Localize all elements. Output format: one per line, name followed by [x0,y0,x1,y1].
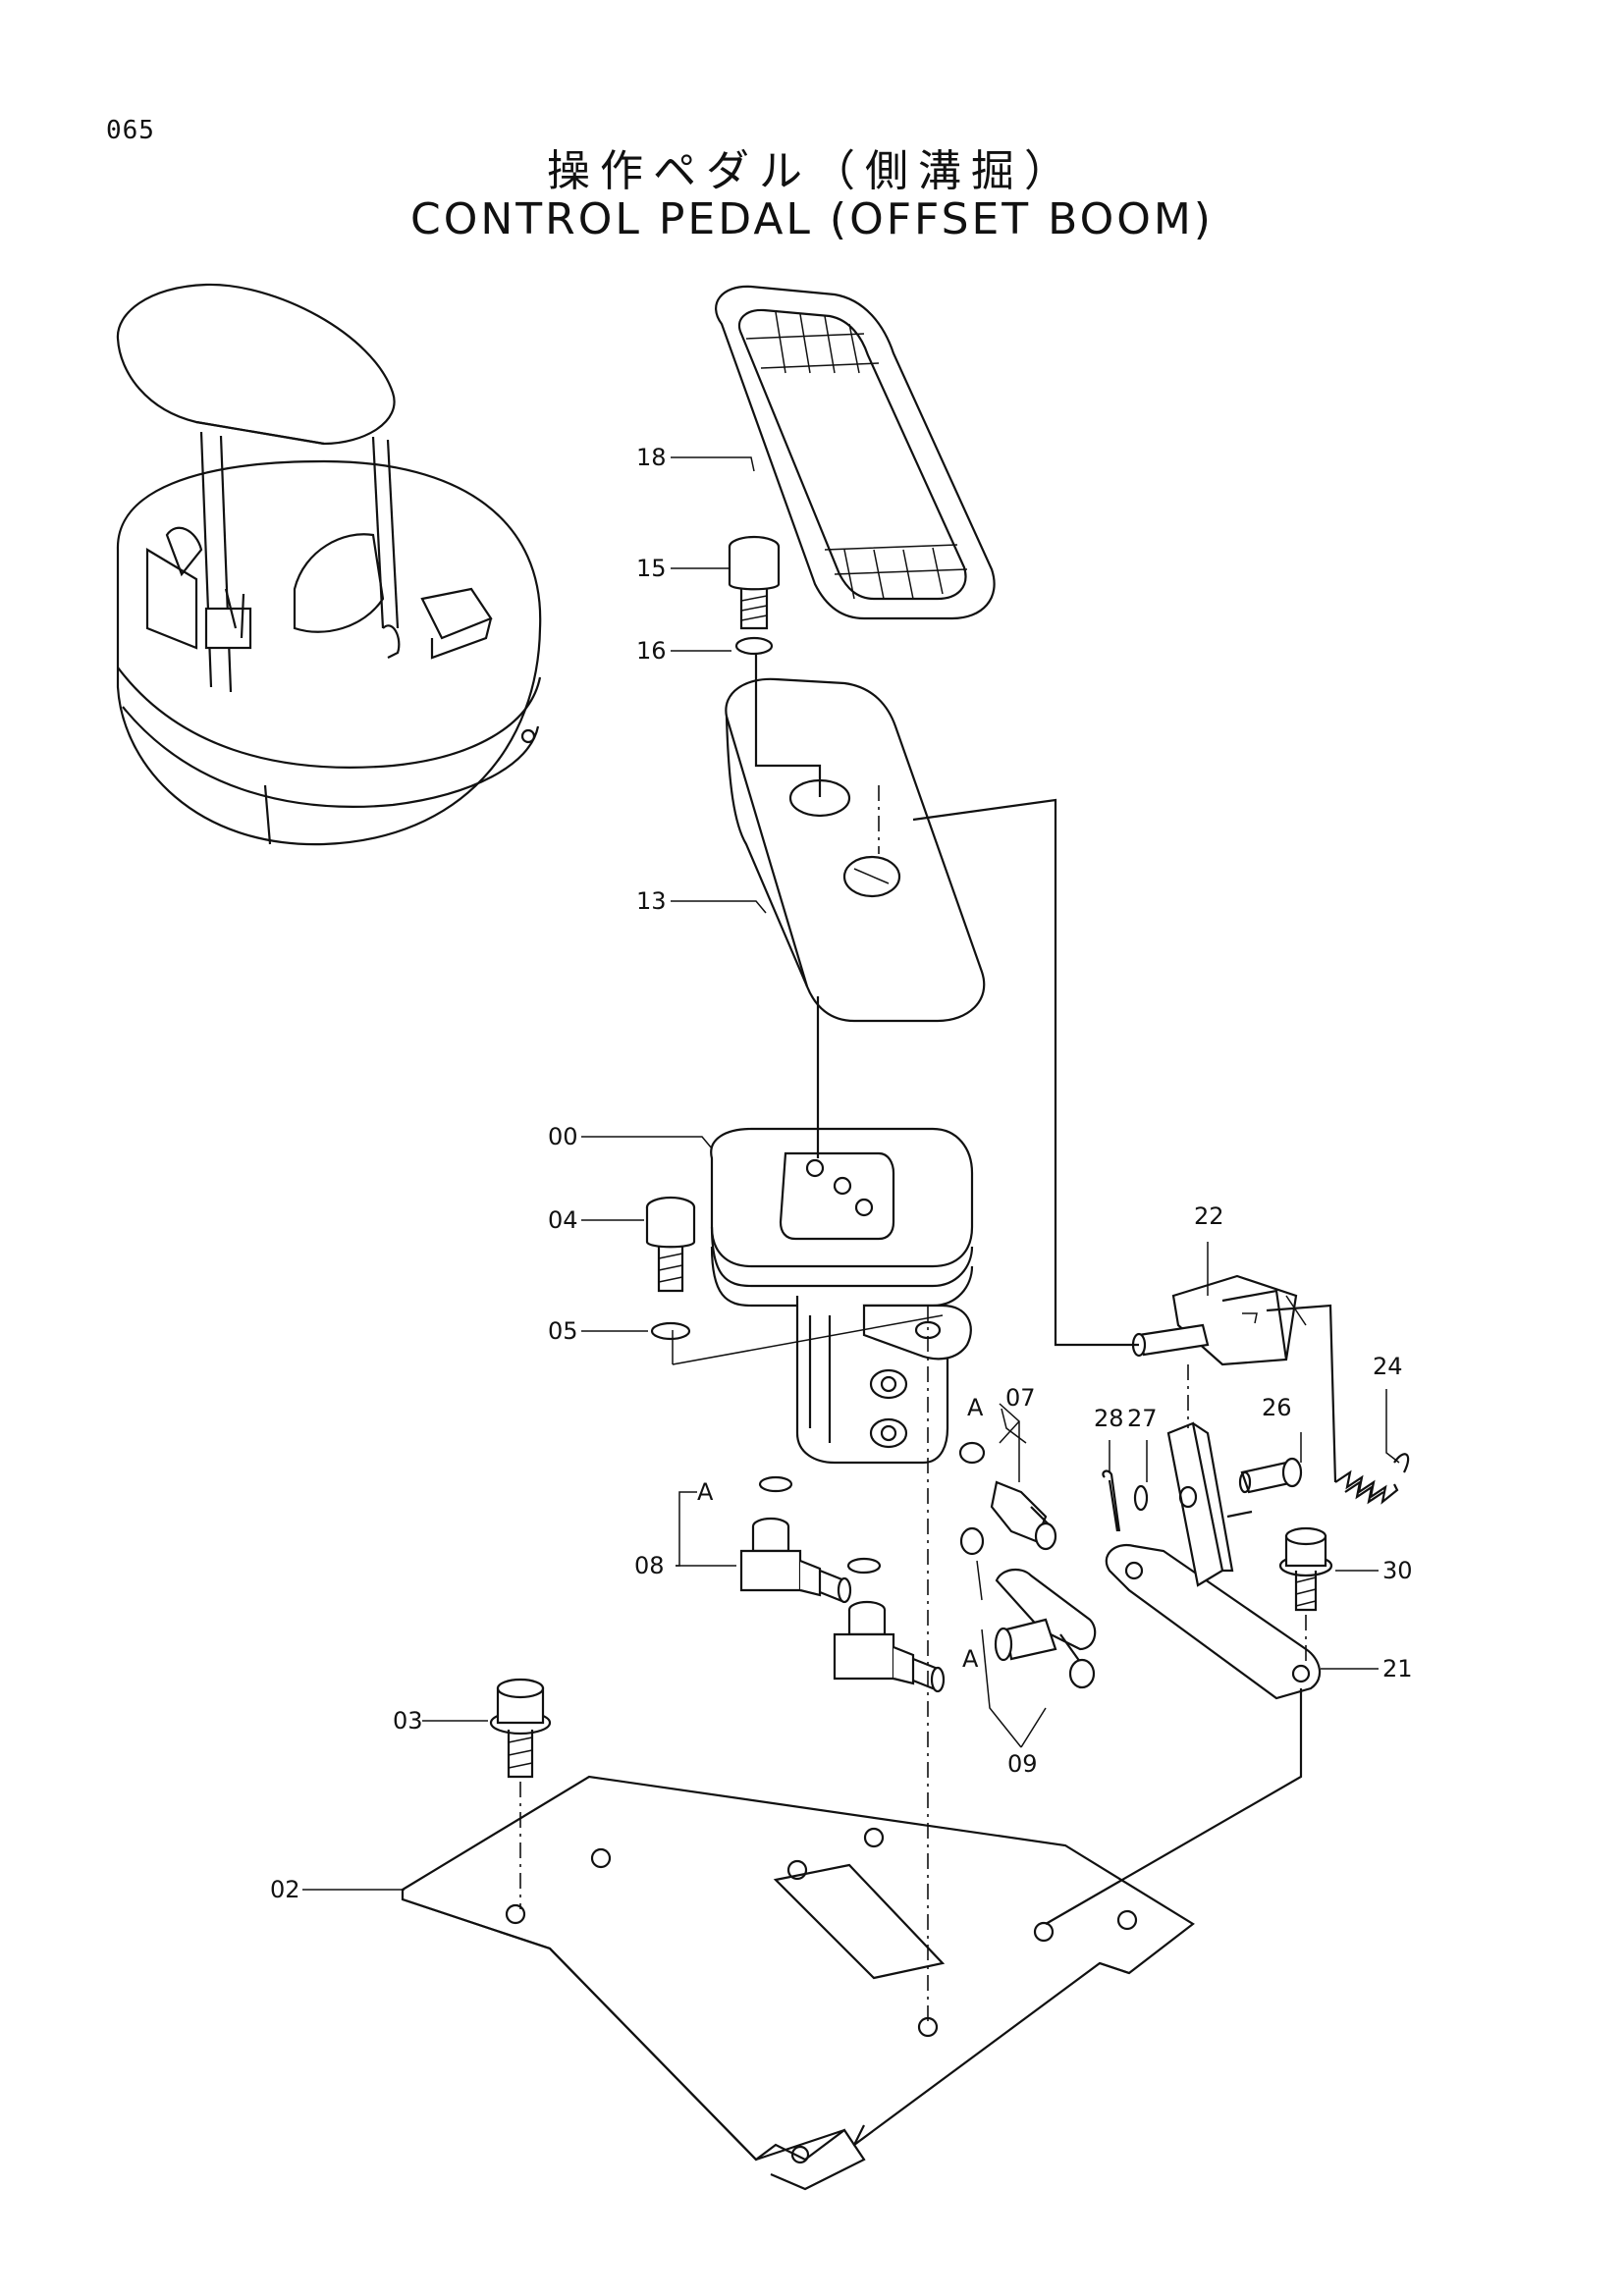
washer-27 [1133,1484,1149,1512]
callout-27: 27 [1127,1405,1158,1432]
spring-24 [1334,1453,1410,1505]
callout-28: 28 [1094,1405,1124,1432]
lock-lever-22 [1131,1274,1298,1366]
callout-02: 02 [270,1876,300,1903]
callout-00: 00 [548,1123,578,1150]
callout-21: 21 [1382,1655,1413,1682]
callout-04: 04 [548,1206,578,1234]
base-plate-02 [401,1775,1195,2191]
callout-15: 15 [636,555,667,582]
assembly-alignment-lines [519,653,1337,2022]
callout-13: 13 [636,887,667,915]
callout-26: 26 [1262,1394,1292,1421]
socket-bolt-04 [645,1196,696,1293]
page-title-japanese: 操作ペダル（側溝掘） [547,146,1077,196]
cotter-pin-28 [1102,1469,1121,1532]
washer-05 [650,1321,691,1341]
callout-18: 18 [636,444,667,471]
view-marker-a-2: A [697,1478,714,1506]
tee-09 [959,1526,1097,1689]
callout-16: 16 [636,637,667,665]
callout-22: 22 [1194,1202,1224,1230]
bracket-21 [1105,1421,1322,1700]
pilot-valve-part [710,1127,974,1465]
callout-07: 07 [1005,1384,1036,1412]
callout-05: 05 [548,1317,578,1345]
callout-03: 03 [393,1707,423,1735]
leader-lines [302,456,1400,1891]
pin-26 [1226,1457,1303,1519]
socket-bolt-15 [728,535,781,630]
adapter-07 [958,1441,1057,1551]
page-title-english: CONTROL PEDAL (OFFSET BOOM) [410,194,1214,244]
machine-overview-illustration [116,283,542,846]
callout-09: 09 [1007,1750,1038,1778]
callout-30: 30 [1382,1557,1413,1584]
callout-08: 08 [634,1552,665,1579]
flange-bolt-30 [1278,1526,1333,1612]
view-marker-a-1: A [967,1394,984,1421]
pedal-pad-part [715,285,996,620]
elbow-08b [833,1557,946,1693]
view-marker-a-3: A [962,1645,979,1673]
flange-bolt-03 [489,1678,552,1779]
elbow-08 [739,1475,852,1604]
page-number: 065 [106,116,155,145]
washer-16 [734,636,774,656]
callout-24: 24 [1373,1353,1403,1380]
pedal-arm-part [725,677,986,1023]
